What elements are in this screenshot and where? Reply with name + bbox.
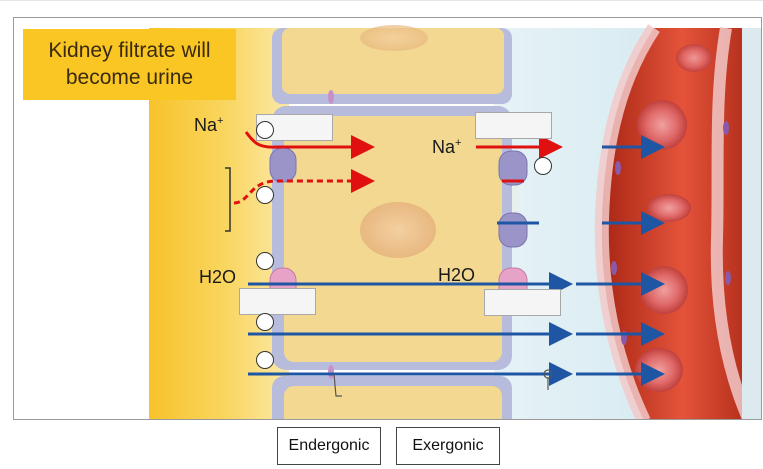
sodium-label-right: Na+ <box>432 137 462 157</box>
endothelial-nucleus <box>615 161 621 175</box>
drop-zone-water-exit[interactable] <box>484 289 561 316</box>
callout-line-2: become urine <box>65 66 194 89</box>
endothelial-nucleus <box>725 271 731 285</box>
water-label-right: H2O <box>438 265 476 285</box>
lower-cell <box>284 386 502 419</box>
vessel-wall-right <box>710 26 755 419</box>
answer-slot-4[interactable] <box>256 313 274 331</box>
question-diagram: Kidney filtrate will become urine Na+ Na… <box>13 17 762 420</box>
water-label-left: H2O <box>199 267 237 287</box>
endothelial-nucleus <box>611 261 617 275</box>
option-endergonic[interactable]: Endergonic <box>277 427 381 465</box>
main-cell-nucleus <box>360 202 436 258</box>
filtrate-callout: Kidney filtrate will become urine <box>23 29 236 100</box>
bracket <box>225 167 231 232</box>
answer-slot-1[interactable] <box>256 121 274 139</box>
tight-junction-bottom <box>328 365 334 379</box>
answer-slot-3[interactable] <box>256 252 274 270</box>
apical-na-transporter <box>269 147 297 183</box>
drop-zone-water-entry[interactable] <box>239 288 316 315</box>
vessel-outside <box>742 28 761 419</box>
red-blood-cell <box>640 266 688 314</box>
red-blood-cell <box>635 348 683 392</box>
sodium-leak-arrow <box>233 169 375 205</box>
tight-junction-top <box>328 90 334 104</box>
upper-cell-nucleus <box>360 25 428 51</box>
callout-line-1: Kidney filtrate will <box>48 39 211 62</box>
sodium-entry-arrow <box>244 131 375 159</box>
basolateral-channel <box>498 212 528 248</box>
nephron-transport-illustration <box>149 24 761 419</box>
red-blood-cell <box>647 194 691 222</box>
option-exergonic[interactable]: Exergonic <box>396 427 500 465</box>
basolateral-na-pump <box>498 150 528 186</box>
red-blood-cell <box>637 100 687 150</box>
upper-cell <box>282 28 504 94</box>
answer-slot-6[interactable] <box>534 157 552 175</box>
drop-zone-sodium-exit[interactable] <box>475 112 552 139</box>
drop-zone-sodium-entry[interactable] <box>256 114 333 141</box>
vessel-wall-left <box>594 24 660 419</box>
top-divider <box>0 0 763 1</box>
paracellular-marker <box>333 373 342 397</box>
red-blood-cell <box>676 44 712 72</box>
answer-slot-2[interactable] <box>256 186 274 204</box>
answer-slot-5[interactable] <box>256 351 274 369</box>
endothelial-nucleus <box>723 121 729 135</box>
sodium-label-left: Na+ <box>194 115 224 135</box>
